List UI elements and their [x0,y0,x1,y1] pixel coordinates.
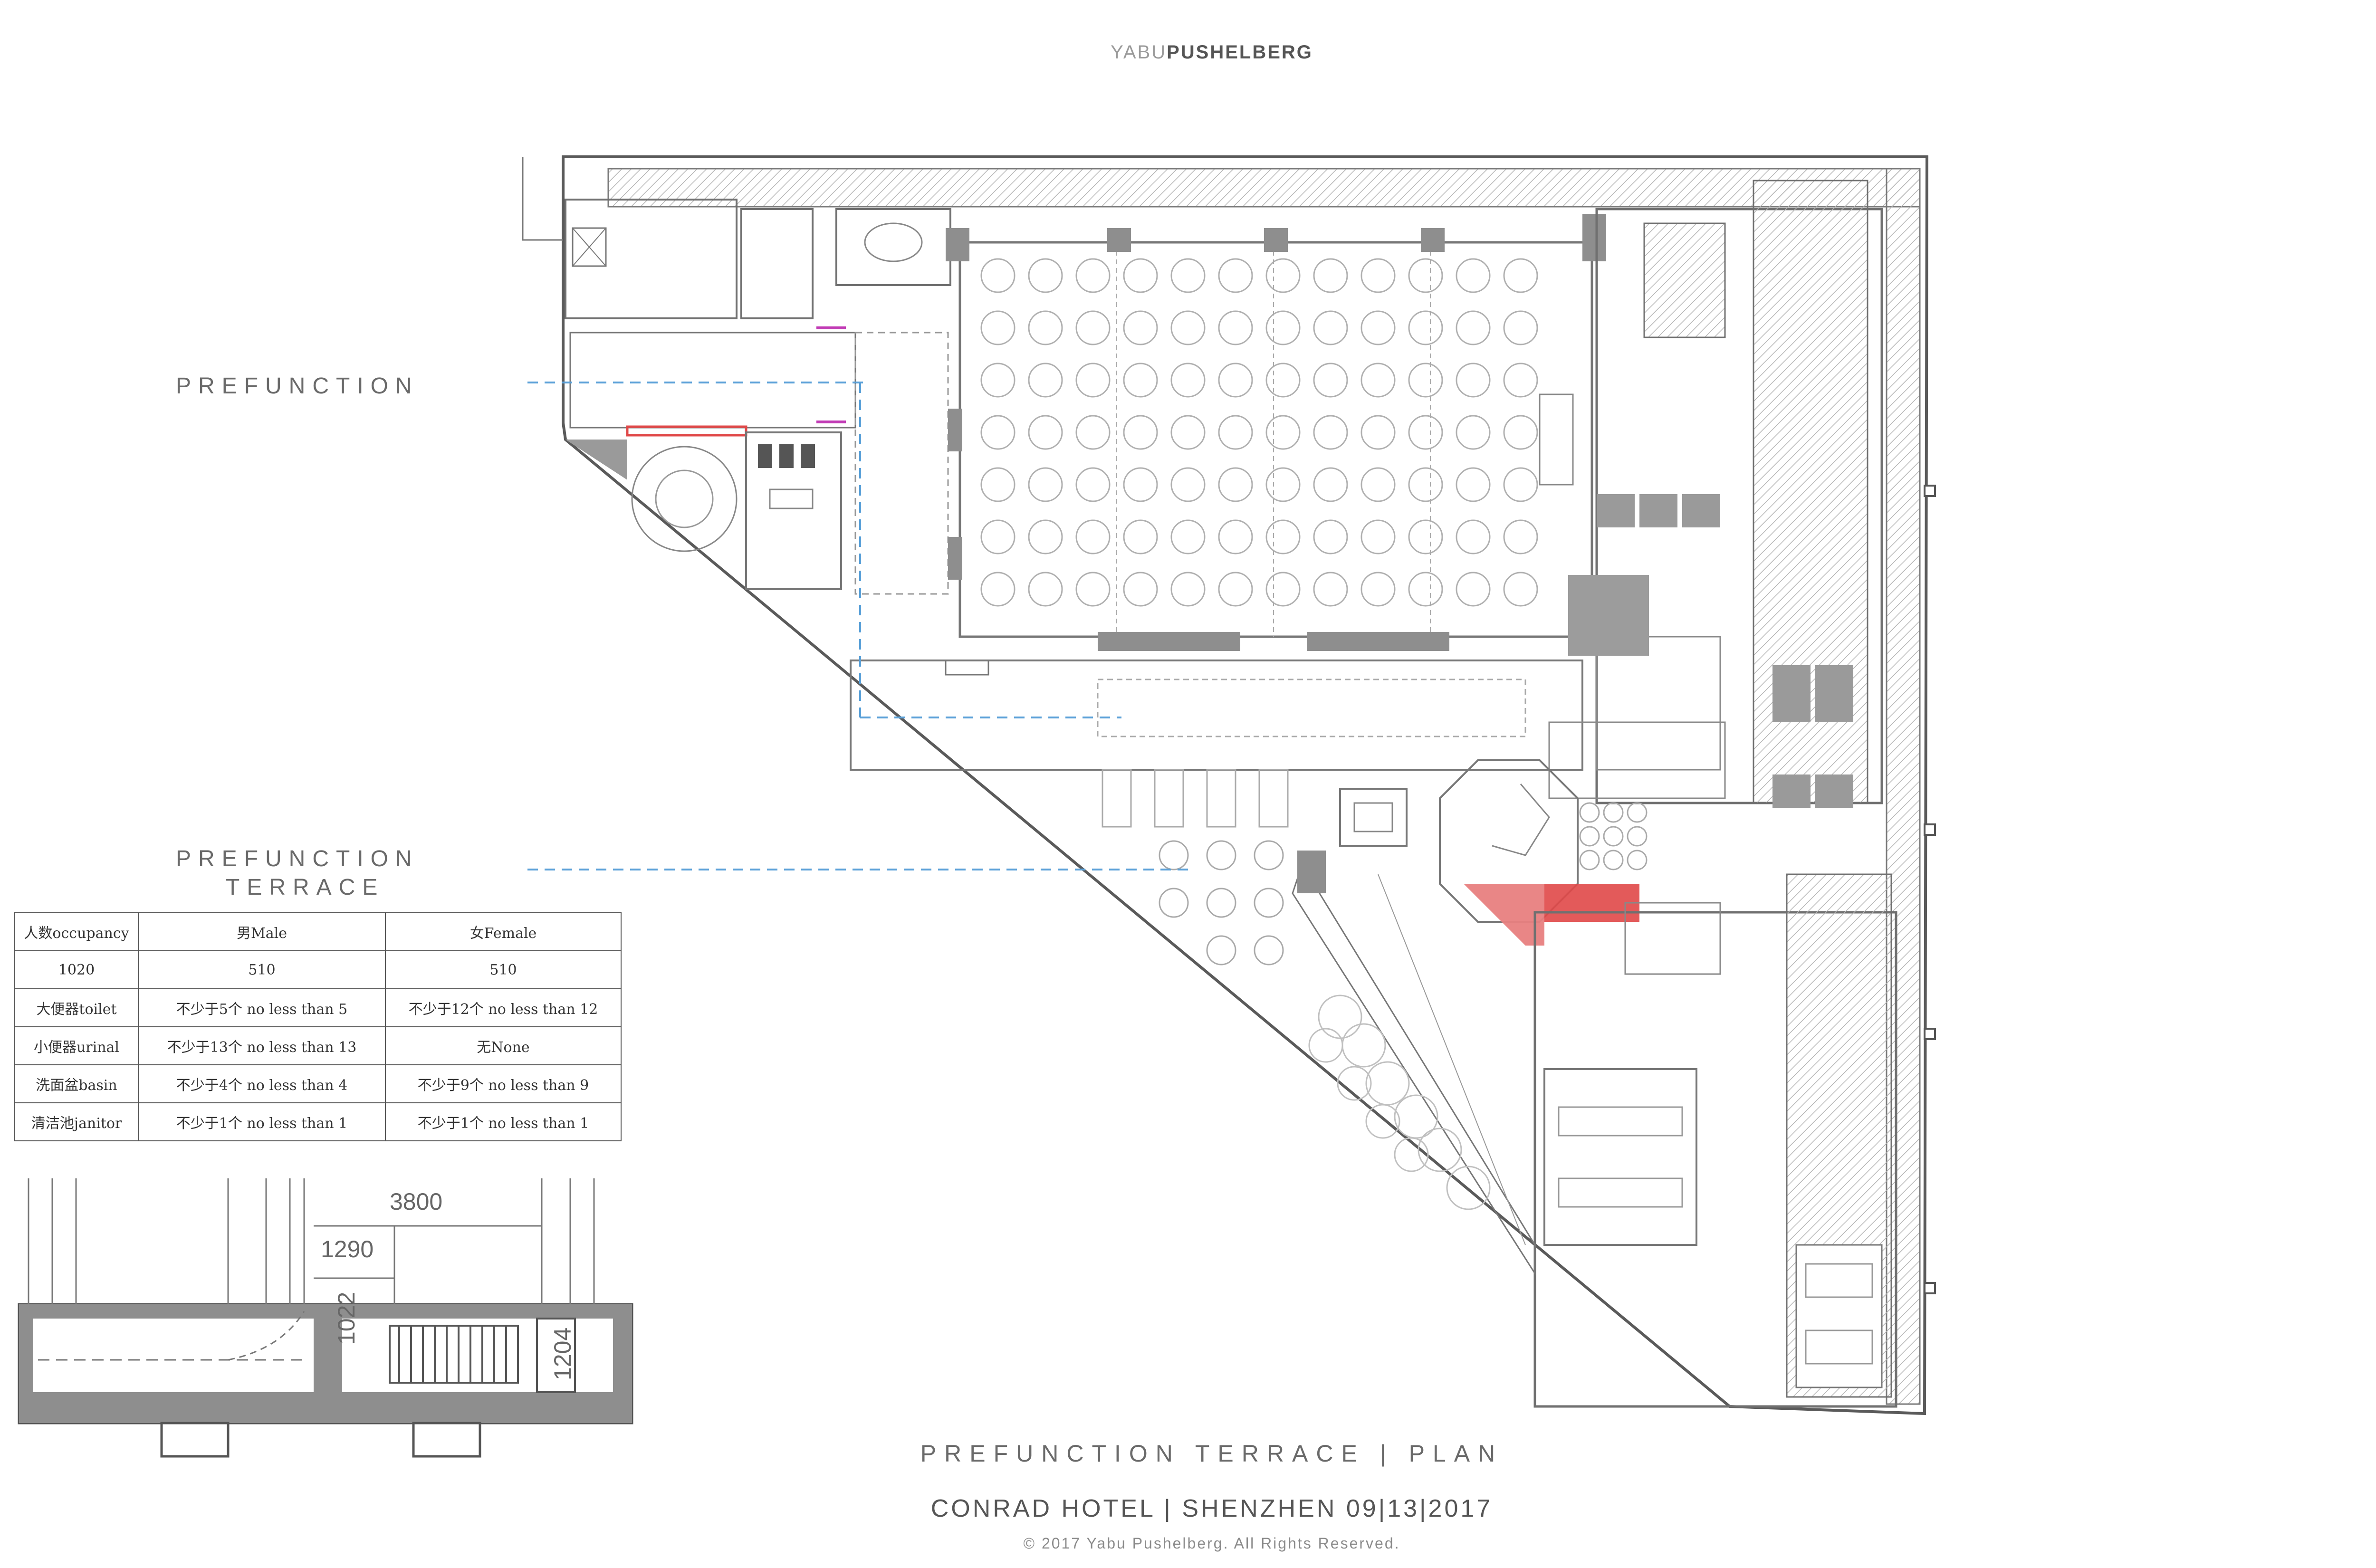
dim-a: 1290 [321,1236,374,1262]
east-wall-band [1886,168,1921,1405]
dim-b: 1022 [333,1291,360,1345]
lounge-tables [1579,802,1648,870]
table-cell: 不少于13个 no less than 13 [138,1026,386,1065]
brand-logo: YABUPUSHELBERG [0,42,2376,63]
site-line [522,157,563,241]
table-cell: 人数occupancy [14,912,139,951]
ballroom-columns [946,214,1606,580]
building-outline [562,155,1929,1415]
drawing-subtitle: CONRAD HOTEL | SHENZHEN 09|13|2017 [930,1495,1493,1522]
table-cell: 女Female [385,912,622,951]
table-cell: 不少于1个 no less than 1 [138,1102,386,1141]
brand-text-1: YABU [1111,42,1167,63]
wall-fill-corner [565,440,627,480]
red-area-2 [1544,884,1639,922]
red-marker-bar [626,425,747,437]
label-terrace-line1: PREFUNCTION [176,846,419,871]
table-cell: 不少于5个 no less than 5 [138,988,386,1027]
copyright-text: © 2017 Yabu Pushelberg. All Rights Reser… [1023,1535,1400,1552]
section-detail [18,1178,633,1458]
drawing-title: PREFUNCTION TERRACE | PLAN [920,1440,1504,1467]
edge-markers [1924,485,1936,1294]
terrace-plantings [1308,994,1491,1210]
prefunction-corridor [569,332,856,429]
prefunction-zone [854,332,949,595]
restroom-block [745,431,842,590]
terrace-edge [1292,863,1536,1276]
table-cell: 大便器toilet [14,988,139,1027]
service-elevators [1597,494,1853,808]
ballroom [958,241,1593,638]
table-cell: 不少于9个 no less than 9 [385,1064,622,1103]
label-prefunction: PREFUNCTION [176,373,419,399]
room-toilet-north [740,208,814,319]
table-cell: 无None [385,1026,622,1065]
meeting-block [1533,911,1897,1408]
leader-lines [527,382,1193,870]
table-cell: 清洁池janitor [14,1102,139,1141]
spiral-stair [631,446,738,552]
terrace-seating [1102,769,1289,966]
table-cell: 510 [385,950,622,989]
ballroom-tables [980,258,1538,607]
brand-text-2: PUSHELBERG [1167,42,1313,63]
table-cell: 小便器urinal [14,1026,139,1065]
table-cell: 男Male [138,912,386,951]
table-cell: 洗面盆basin [14,1064,139,1103]
stage [1539,393,1574,486]
red-area-1 [1464,884,1544,946]
table-cell: 不少于1个 no less than 1 [385,1102,622,1141]
terrace-kiosk [1339,788,1408,847]
north-wall-band [607,168,1921,208]
table-cell: 不少于12个 no less than 12 [385,988,622,1027]
room-stair-north [565,199,738,319]
ballroom-partitions [1116,242,1431,637]
room-office [835,208,951,286]
lower-corridor [850,660,1583,771]
table-cell: 510 [138,950,386,989]
dim-c: 1204 [549,1327,576,1380]
label-terrace-line2: TERRACE [226,875,385,900]
table-cell: 不少于4个 no less than 4 [138,1064,386,1103]
dim-total: 3800 [390,1188,443,1215]
table-cell: 1020 [14,950,139,989]
